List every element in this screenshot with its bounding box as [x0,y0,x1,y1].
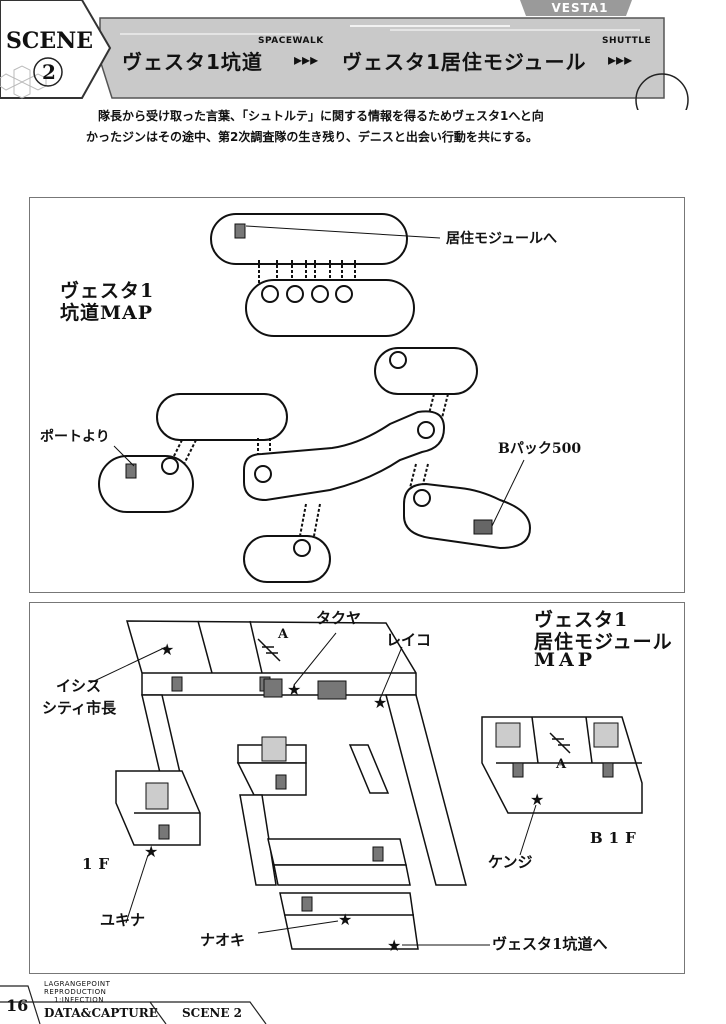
stairs-icon [257,638,571,754]
door-icon [512,762,524,778]
footer: 16 LAGRANGEPOINT REPRODUCTION 1:INFECTIO… [0,978,726,1024]
door-icon [125,463,137,479]
npc-marker-star: ★ [338,910,352,929]
door-icon [171,676,183,692]
door-icon [275,774,287,790]
label-from-port: ポートより [40,429,110,445]
door-icon [234,223,246,239]
label-a-1f: A [278,627,289,642]
label-to-tunnel: ヴェスタ1坑道へ [492,935,608,953]
residential-map-title-2: 居住モジュール [534,631,673,653]
tunnel-map-panel: ヴェスタ1 坑道MAP 居住モジュールへ ポートより Bパック500 [29,197,685,593]
route-arrows-2: ▸▸▸ [608,50,633,69]
label-isis-1: イシス [56,677,102,695]
npc-marker-star: ★ [530,790,544,809]
label-to-residential: 居住モジュールへ [446,231,558,247]
label-reiko: レイコ [386,631,432,649]
computer-icon [261,736,287,762]
tunnel-map-drawing [98,213,532,583]
tunnel-room-bottom [243,535,331,583]
footer-graphics [0,985,267,1024]
door-icon [301,896,313,912]
shop-icon [145,782,169,810]
npc-marker-star: ★ [373,693,387,712]
npc-marker-star: ★ [160,640,174,659]
series-line-3: 1:INFECTION [54,996,105,1004]
door-icon [372,846,384,862]
intro-line-2: かったジンはその途中、第2次調査隊の生き残り、デニスと出会い行動を共にする。 [86,130,538,144]
route-to-title: ヴェスタ1居住モジュール [342,50,587,74]
route-to-caption: SHUTTLE [602,36,652,46]
route-arrows-1: ▸▸▸ [294,50,319,69]
item-shop-icon [593,722,619,748]
intro-line-1: 隊長から受け取った言葉、「シュトルテ」に関する情報を得るためヴェスタ1へと向 [98,109,544,123]
scene-number: 2 [42,60,56,84]
npc-marker-star: ★ [387,936,401,955]
label-bpack: Bパック500 [498,441,582,457]
residential-map-title-3: MAP [534,649,597,671]
route-from-title: ヴェスタ1坑道 [122,50,263,74]
series-line-1: LAGRANGEPOINT [44,980,111,988]
tunnel-map-title-1: ヴェスタ1 [60,280,155,302]
label-a-b1f: A [556,757,567,772]
residential-map-drawing: ★ ★ ★ ★ ★ ★ ★ [89,620,643,955]
npc-marker-star: ★ [144,842,158,861]
npc-marker-star: ★ [287,680,301,699]
label-takuya: タクヤ [316,609,362,627]
tunnel-room-bpack [403,482,532,550]
header-graphics [0,0,689,110]
tunnel-diagonal [243,410,446,502]
series-line-2: REPRODUCTION [44,988,107,996]
tunnel-room-right [374,347,478,395]
label-yukina: ユキナ [100,911,146,929]
footer-scene-label: SCENE 2 [182,1006,243,1020]
label-floor-b1f: B1F [590,829,642,847]
tunnel-room-port [98,455,194,513]
vesta-tab-label: VESTA1 [551,1,609,15]
residential-map-panel: ★ ★ ★ ★ ★ ★ ★ ヴェスタ1 居住モジュール MAP タクヤ レイコ … [29,602,685,974]
page-number: 16 [6,996,29,1015]
label-isis-2: シティ市長 [42,699,117,717]
terminal-icon [263,678,283,698]
door-icon [602,762,614,778]
section-label: DATA&CAPTURE [44,1006,158,1020]
series-label: LAGRANGEPOINT REPRODUCTION 1:INFECTION [44,980,110,1004]
tunnel-room-left-top [156,393,288,441]
scene-label: SCENE [6,28,94,54]
route-from-caption: SPACEWALK [258,36,324,46]
label-kenji: ケンジ [488,853,533,871]
intro-text: 隊長から受け取った言葉、「シュトルテ」に関する情報を得るためヴェスタ1へと向 か… [86,106,646,148]
terminal-icon [317,680,347,700]
weapon-shop-icon [495,722,521,748]
label-naoki: ナオキ [200,931,246,949]
item-box-icon [473,519,493,535]
tunnel-room-top [210,213,408,265]
door-icon [158,824,170,840]
tunnel-map-title-2: 坑道MAP [60,302,154,324]
residential-map-title-1: ヴェスタ1 [534,609,629,631]
header: VESTA1 SCENE 2 SPACEWALK ヴェスタ1坑道 ▸▸▸ SHU… [0,0,726,110]
label-floor-1f: 1F [82,855,116,873]
